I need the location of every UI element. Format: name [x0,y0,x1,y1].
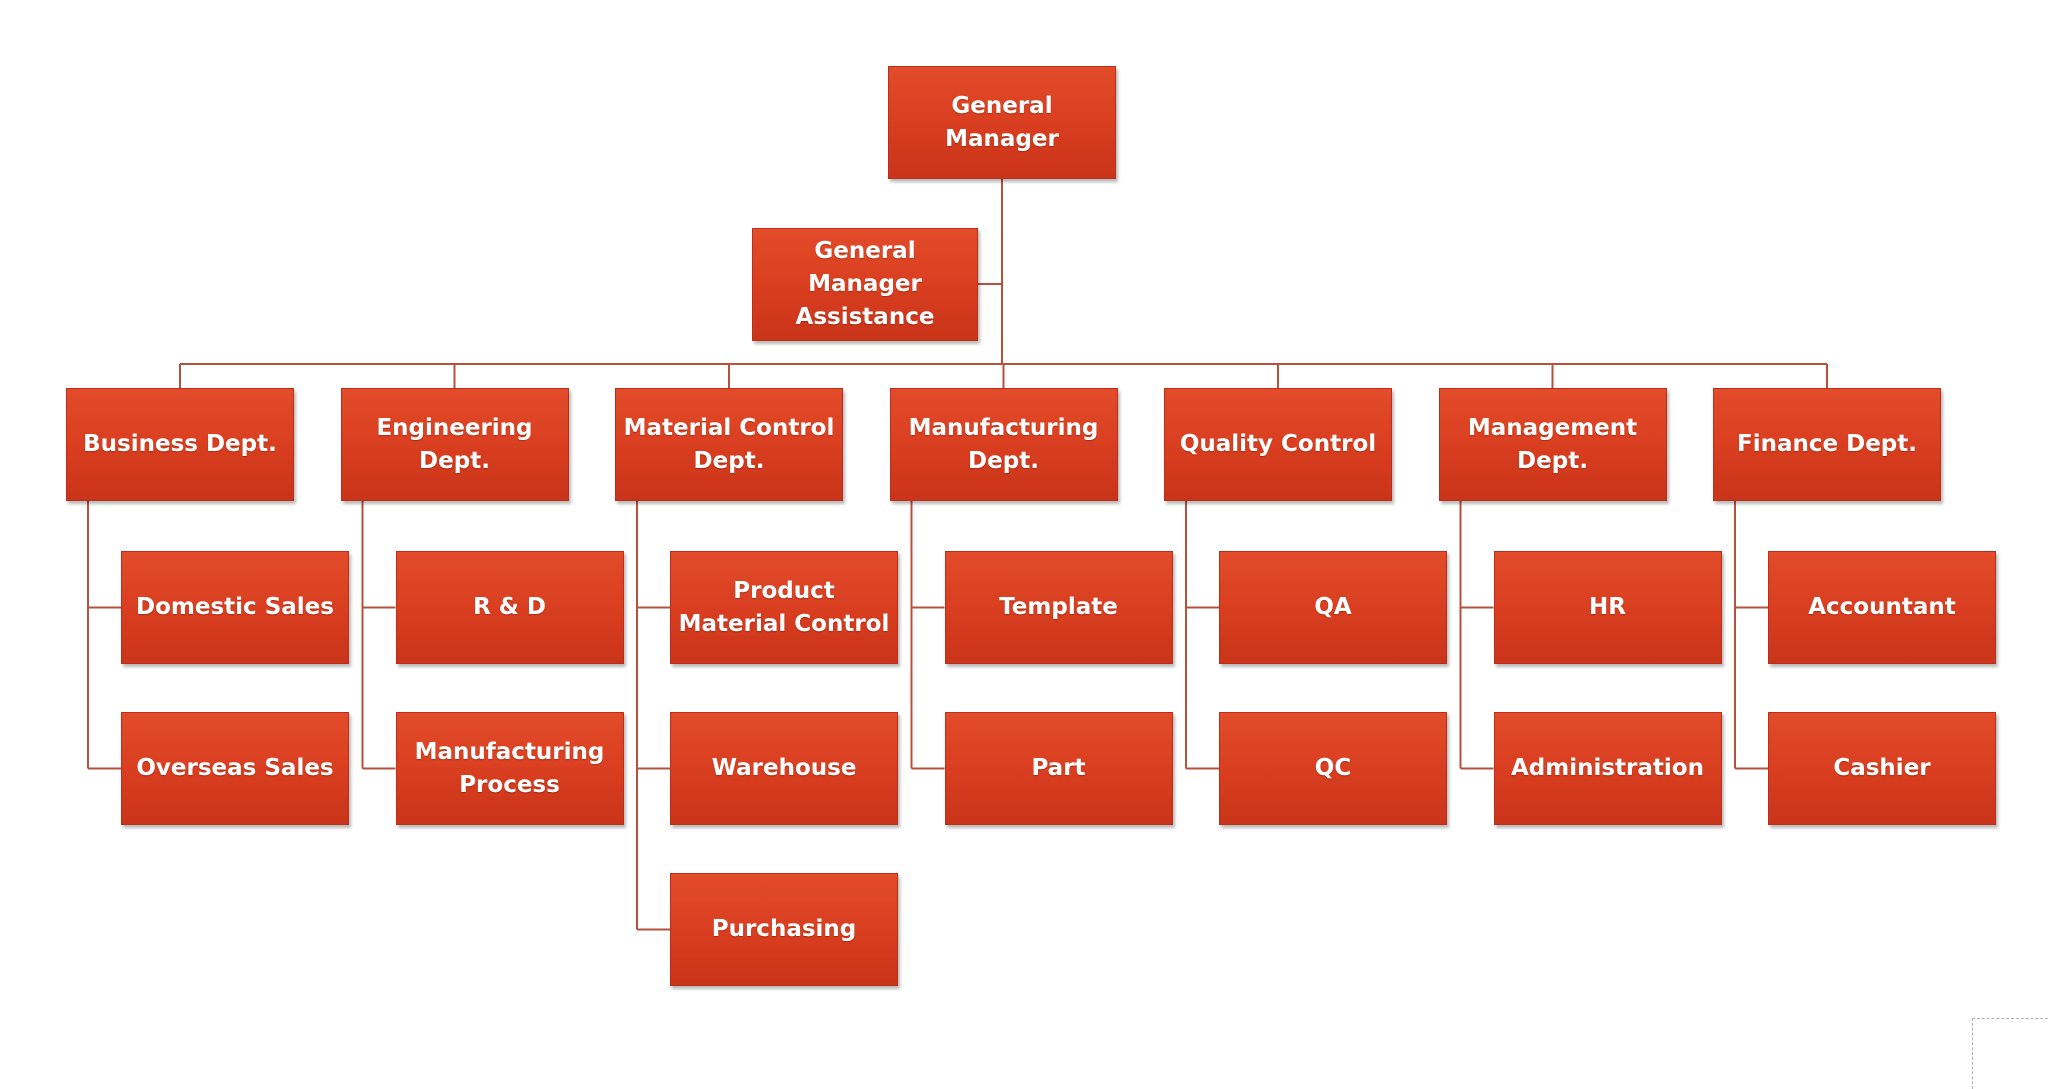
node-management-dept: Management Dept. [1438,388,1667,501]
node-purchasing: Purchasing [670,873,898,986]
node-label: Administration [1511,755,1704,781]
node-general-manager-assistance: General Manager Assistance [752,228,978,341]
node-finance-dept: Finance Dept. [1713,388,1941,501]
node-label: Part [1031,755,1086,781]
node-label: Purchasing [711,916,857,942]
node-label: QC [1314,755,1352,781]
node-overseas-sales: Overseas Sales [121,712,349,825]
node-engineering-dept: Engineering Dept. [340,388,569,501]
node-label: Engineering Dept. [376,414,533,474]
node-label: Quality Control [1179,431,1377,457]
node-label: Manufacturing Dept. [908,414,1099,474]
node-label: Manufacturing Process [414,738,605,798]
node-label: QA [1314,594,1352,620]
node-label: General Manager [945,92,1059,152]
node-label: Warehouse [711,755,857,781]
node-label: Overseas Sales [136,755,334,781]
node-label: Business Dept. [83,431,277,457]
node-business-dept: Business Dept. [66,388,294,501]
node-label: Cashier [1833,755,1931,781]
node-part: Part [944,712,1173,825]
node-label: General Manager Assistance [795,238,935,330]
node-label: HR [1589,594,1626,620]
node-label: Accountant [1808,594,1956,620]
node-manufacturing-process: Manufacturing Process [395,712,624,825]
node-label: Material Control Dept. [623,414,835,474]
node-general-manager: General Manager [888,66,1116,179]
node-accountant: Accountant [1768,551,1996,664]
node-r-and-d: R & D [395,551,624,664]
node-label: Management Dept. [1467,414,1638,474]
node-cashier: Cashier [1768,712,1996,825]
node-administration: Administration [1493,712,1722,825]
node-warehouse: Warehouse [670,712,898,825]
node-domestic-sales: Domestic Sales [121,551,349,664]
node-template: Template [944,551,1173,664]
node-label: Template [999,594,1118,620]
node-qa: QA [1219,551,1447,664]
node-quality-control: Quality Control [1164,388,1392,501]
node-qc: QC [1219,712,1447,825]
node-product-material-control: Product Material Control [670,551,898,664]
node-label: Domestic Sales [136,594,334,620]
node-material-control-dept: Material Control Dept. [615,388,843,501]
node-label: R & D [473,594,546,620]
node-label: Finance Dept. [1737,431,1917,457]
node-hr: HR [1493,551,1722,664]
node-label: Product Material Control [678,577,890,637]
selection-guide [1972,1018,2048,1089]
node-manufacturing-dept: Manufacturing Dept. [889,388,1118,501]
